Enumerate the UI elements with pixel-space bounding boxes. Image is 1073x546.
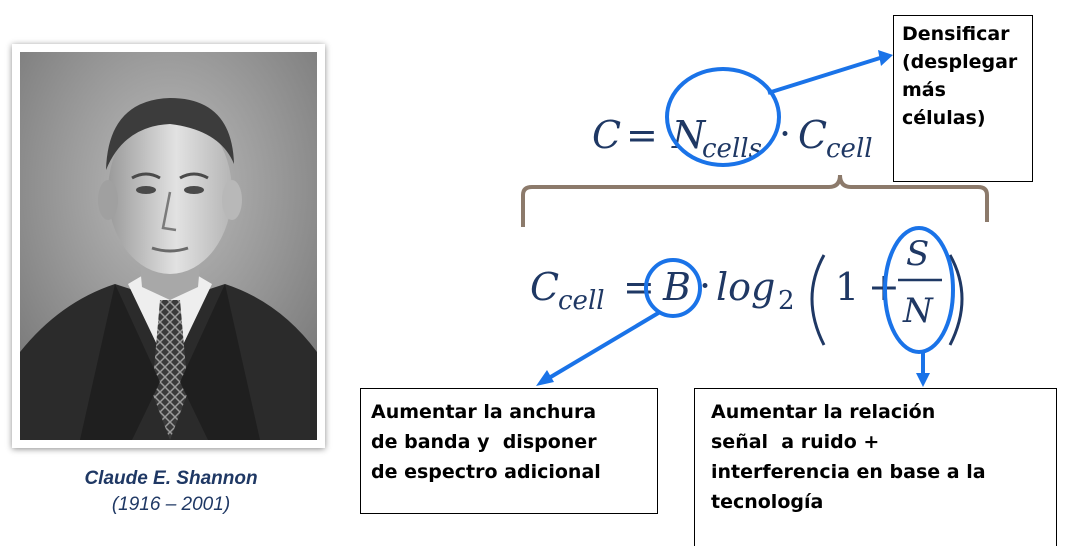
arrow-to-densify-head (878, 50, 893, 66)
top-formula-lhs: C (592, 113, 621, 157)
snr-line-3: interferencia en base a la (711, 461, 986, 483)
bandwidth-line-3: de espectro adicional (371, 461, 601, 483)
portrait-frame (12, 44, 325, 448)
densify-line-1: Densificar (902, 23, 1010, 45)
top-formula-equals: = (626, 113, 658, 157)
left-paren (810, 254, 826, 346)
snr-line-1: Aumentar la relación (711, 401, 936, 423)
top-formula-c: C (798, 113, 827, 157)
top-formula-c-sub: cell (826, 134, 873, 164)
bottom-formula-log: log (716, 265, 775, 309)
densify-box: Densificar (desplegar más células) (893, 15, 1033, 182)
bottom-formula-c: C (530, 265, 559, 309)
photo-caption-years: (1916 – 2001) (111, 494, 231, 515)
densify-line-4: células) (902, 107, 986, 129)
bottom-formula-one: 1 (835, 265, 859, 309)
snr-box: Aumentar la relación señal a ruido + int… (694, 388, 1057, 546)
densify-line-3: más (902, 79, 946, 101)
top-formula-dot: · (779, 112, 791, 156)
shannon-portrait (20, 52, 317, 440)
bandwidth-box: Aumentar la anchura de banda y disponer … (360, 388, 658, 514)
top-formula-n: N (671, 113, 707, 157)
arrow-to-snr-head (916, 373, 930, 387)
snr-line-4: tecnología (711, 491, 824, 513)
b-highlight-circle (644, 258, 702, 318)
bandwidth-line-1: Aumentar la anchura (371, 401, 597, 423)
arrow-to-bandwidth-head (536, 370, 554, 386)
bottom-formula-n: N (902, 291, 934, 331)
bottom-formula-s: S (906, 234, 929, 274)
bottom-formula-log-sub: 2 (778, 286, 795, 316)
snr-highlight-circle (883, 226, 955, 354)
densify-line-2: (desplegar (902, 51, 1018, 73)
arrow-to-densify (767, 56, 881, 95)
brace (521, 174, 989, 227)
arrow-to-bandwidth (547, 310, 662, 380)
right-paren (948, 254, 964, 346)
bottom-formula-c-sub: cell (558, 286, 605, 316)
bandwidth-line-2: de banda y disponer (371, 431, 597, 453)
snr-line-2: señal a ruido + (711, 431, 880, 453)
bottom-formula-b: B (662, 265, 691, 309)
ncells-highlight-circle (665, 67, 781, 167)
photo-caption-name: Claude E. Shannon (84, 468, 258, 489)
bottom-formula-dot: · (699, 264, 711, 308)
